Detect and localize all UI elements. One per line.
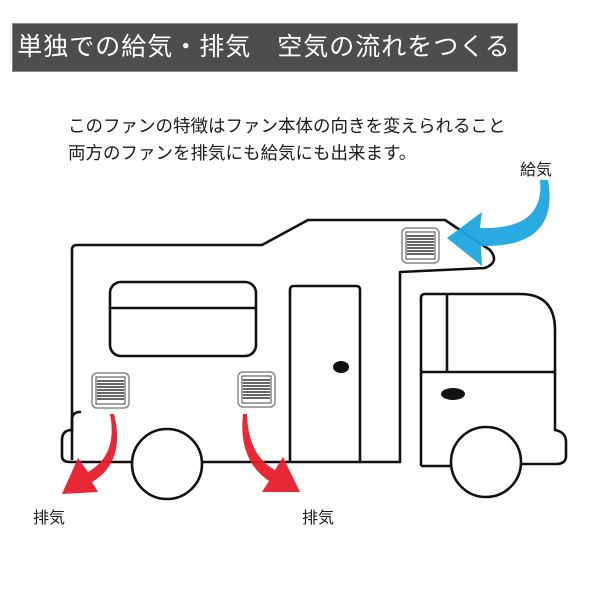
description: このファンの特徴はファン本体の向きを変えられること 両方のファンを排気にも給気に… [68,114,506,168]
intake-arrow-icon [447,180,550,266]
intake-label: 給気 [520,160,553,179]
exhaust-arrow-icon-left [62,414,118,494]
exhaust-label-right: 排気 [302,508,335,527]
vent-fan-icon-mid [237,371,276,408]
exhaust-arrow-icon-right [242,414,300,492]
cab-outline [419,292,568,466]
entry-door [288,284,362,462]
vent-fan-icon-rear [91,372,130,409]
rear-wheel [130,427,204,501]
title-banner-text: 単独での給気・排気 空気の流れをつくる [17,32,511,61]
description-line-1: このファンの特徴はファン本体の向きを変えられること [68,117,506,137]
camper-rear-wall [60,250,132,464]
title-banner [12,23,518,72]
vent-fan-icon-top [401,227,440,264]
door-handle [333,361,349,373]
front-wheel [449,425,523,499]
cab-door-handle [441,388,465,400]
exhaust-label-left: 排気 [33,508,66,527]
rear-window [108,280,258,358]
description-line-2: 両方のファンを排気にも給気にも出来ます。 [68,144,417,164]
